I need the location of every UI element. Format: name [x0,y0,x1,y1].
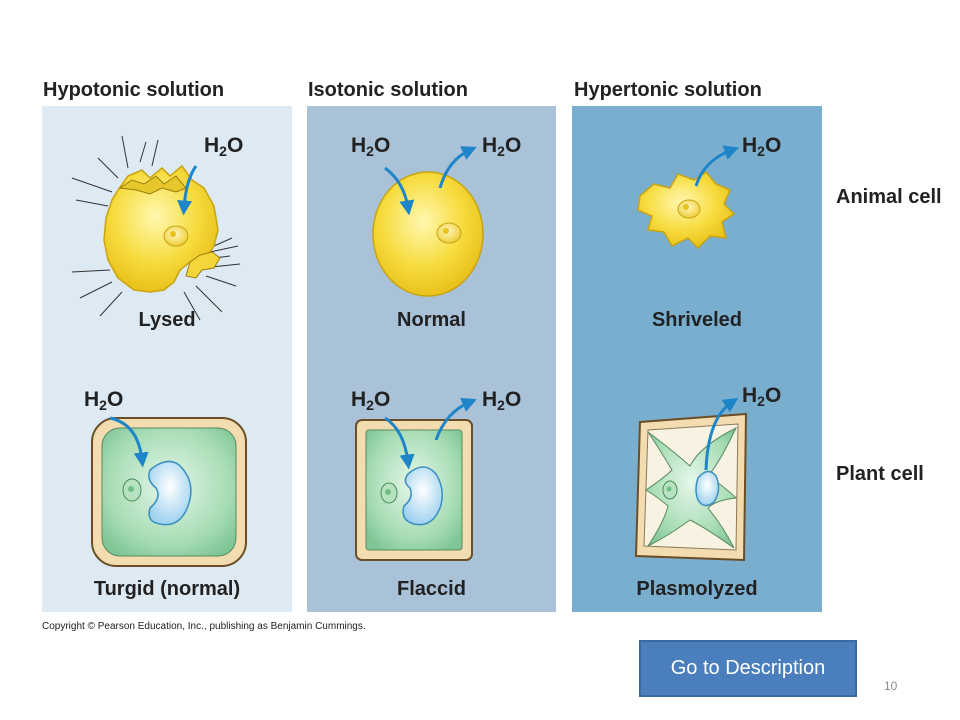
h2o-label: H2O [204,134,244,159]
lysed-label: Lysed [138,309,196,331]
turgid-label: Turgid (normal) [93,578,241,600]
h2o-label: H2O [482,388,522,413]
shriveled-label: Shriveled [651,309,743,331]
isotonic-title: Isotonic solution [308,79,468,101]
hypo-animal-arrow [177,165,198,216]
animal-cell-row-label: Animal cell [836,186,942,208]
h2o-label: H2O [742,134,782,159]
turgid-plant-cell [91,417,247,567]
h2o-label: H2O [351,388,391,413]
iso-plant-arrow-in [384,416,415,470]
h2o-label: H2O [351,134,391,159]
hypertonic-title: Hypertonic solution [574,79,762,101]
h2o-label: H2O [84,388,124,413]
h2o-label: H2O [482,134,522,159]
shriveled-animal-cell [637,171,736,250]
plasmolyzed-label: Plasmolyzed [636,578,758,600]
go-to-description-button[interactable]: Go to Description [639,640,857,697]
lysed-animal-cell [71,135,241,321]
hyper-plant-arrow [704,397,739,471]
slide-number: 10 [884,679,898,693]
copyright-notice: Copyright © Pearson Education, Inc., pub… [42,621,366,632]
hypo-plant-arrow [109,416,149,468]
plasmolyzed-plant-cell [634,412,748,562]
hyper-animal-arrow [694,145,740,187]
flaccid-label: Flaccid [397,578,466,600]
hypotonic-title: Hypotonic solution [43,79,225,101]
h2o-label: H2O [742,384,782,409]
flaccid-plant-cell [355,419,473,561]
normal-label: Normal [397,309,466,331]
iso-plant-arrow-out [434,397,477,441]
normal-animal-cell [372,171,484,297]
iso-animal-arrow-out [438,146,477,189]
plant-cell-row-label: Plant cell [836,463,924,485]
iso-animal-arrow-in [384,166,415,216]
